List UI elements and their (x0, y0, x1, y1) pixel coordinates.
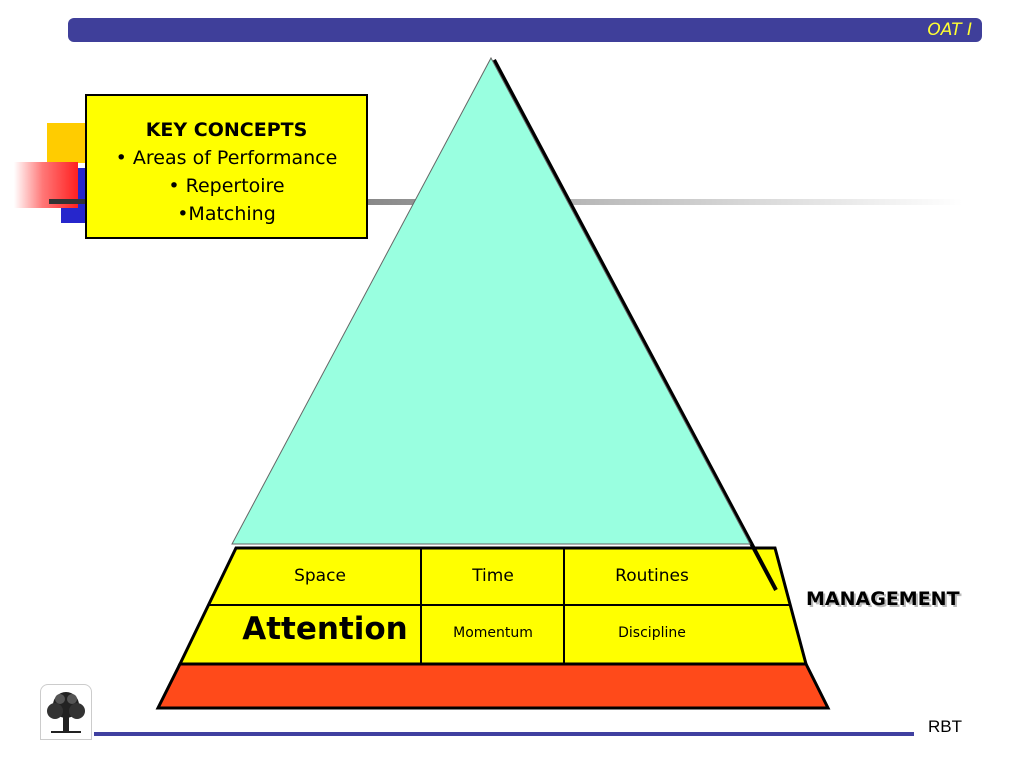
cell-momentum: Momentum (453, 625, 533, 641)
key-concept-item: • Repertoire (168, 175, 285, 197)
key-concepts-box: KEY CONCEPTS • Areas of Performance • Re… (85, 94, 368, 239)
pyramid-base (155, 662, 831, 710)
decorative-yellow-square (47, 123, 87, 163)
key-concept-item: •Matching (177, 203, 276, 225)
key-concept-item: • Areas of Performance (115, 147, 338, 169)
cell-discipline: Discipline (618, 625, 686, 641)
cell-time: Time (472, 566, 514, 586)
tree-icon (47, 692, 85, 733)
pyramid-apex (231, 56, 751, 545)
footer-label: RBT (928, 717, 962, 736)
footer-line (94, 732, 914, 736)
pyramid-apex-shadow (492, 59, 778, 591)
decorative-line-left (49, 199, 87, 204)
header-bar: OAT I (68, 18, 982, 42)
management-label: MANAGEMENT (806, 588, 960, 610)
cell-attention: Attention (242, 611, 408, 647)
cell-space: Space (294, 566, 346, 586)
decorative-line-right (368, 199, 963, 205)
header-title: OAT I (927, 20, 972, 40)
cell-routines: Routines (615, 566, 689, 586)
tree-logo (40, 684, 92, 740)
key-concepts-title: KEY CONCEPTS (145, 119, 308, 141)
